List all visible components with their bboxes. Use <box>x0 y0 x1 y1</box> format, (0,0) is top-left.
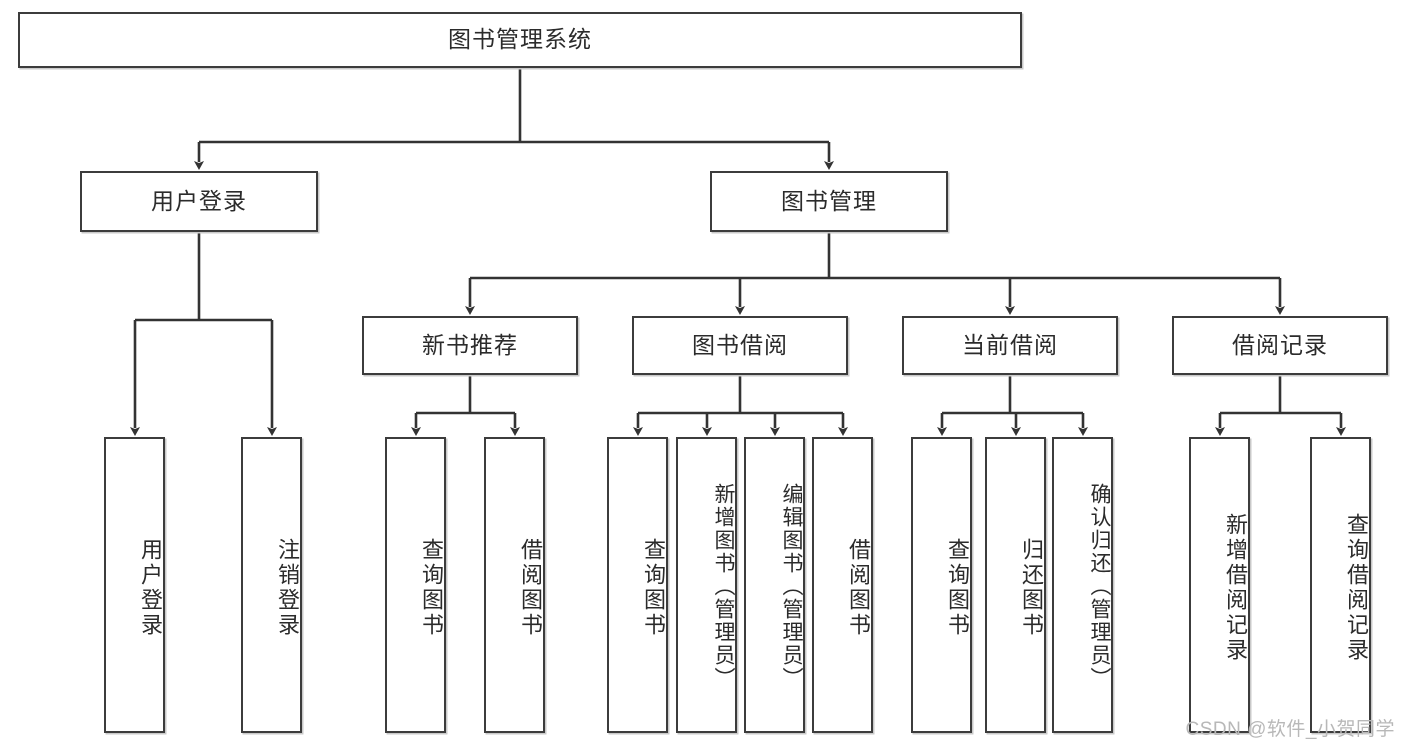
node-leaf-user-login[interactable]: 用户登录 <box>104 437 165 733</box>
node-leaf-query-book-rec[interactable]: 查询图书 <box>385 437 446 733</box>
node-label: 用户登录 <box>138 538 163 638</box>
node-label: 用户登录 <box>151 187 247 214</box>
node-leaf-query-record[interactable]: 查询借阅记录 <box>1310 437 1371 733</box>
node-label: 查询图书 <box>419 538 444 638</box>
node-label: 图书借阅 <box>692 331 788 358</box>
node-label: 新增借阅记录 <box>1223 513 1248 663</box>
node-user-login[interactable]: 用户登录 <box>80 171 318 232</box>
node-label: 确认归还（管理员） <box>1088 483 1111 690</box>
node-leaf-user-logout[interactable]: 注销登录 <box>241 437 302 733</box>
node-label: 查询图书 <box>945 538 970 638</box>
node-leaf-return-book[interactable]: 归还图书 <box>985 437 1046 733</box>
node-label: 图书管理 <box>781 187 877 214</box>
node-label: 借阅记录 <box>1232 331 1328 358</box>
node-label: 注销登录 <box>275 538 300 638</box>
node-label: 查询借阅记录 <box>1344 513 1369 663</box>
node-label: 当前借阅 <box>962 331 1058 358</box>
node-leaf-add-book[interactable]: 新增图书（管理员） <box>676 437 737 733</box>
node-label: 查询图书 <box>641 538 666 638</box>
node-current-borrow[interactable]: 当前借阅 <box>902 316 1118 375</box>
node-label: 新增图书（管理员） <box>712 483 735 690</box>
node-label: 图书管理系统 <box>448 26 592 53</box>
node-book-borrow[interactable]: 图书借阅 <box>632 316 848 375</box>
node-leaf-query-book-cur[interactable]: 查询图书 <box>911 437 972 733</box>
node-leaf-query-book-borrow[interactable]: 查询图书 <box>607 437 668 733</box>
node-book-manage[interactable]: 图书管理 <box>710 171 948 232</box>
node-label: 借阅图书 <box>846 538 871 638</box>
node-label: 借阅图书 <box>518 538 543 638</box>
node-label: 编辑图书（管理员） <box>780 483 803 690</box>
node-borrow-record[interactable]: 借阅记录 <box>1172 316 1388 375</box>
node-leaf-borrow-book-rec[interactable]: 借阅图书 <box>484 437 545 733</box>
node-label: 新书推荐 <box>422 331 518 358</box>
node-leaf-add-record[interactable]: 新增借阅记录 <box>1189 437 1250 733</box>
node-new-book-recommend[interactable]: 新书推荐 <box>362 316 578 375</box>
node-leaf-confirm-return[interactable]: 确认归还（管理员） <box>1052 437 1113 733</box>
node-root[interactable]: 图书管理系统 <box>18 12 1022 68</box>
node-label: 归还图书 <box>1019 538 1044 638</box>
node-leaf-edit-book[interactable]: 编辑图书（管理员） <box>744 437 805 733</box>
node-leaf-borrow-book[interactable]: 借阅图书 <box>812 437 873 733</box>
